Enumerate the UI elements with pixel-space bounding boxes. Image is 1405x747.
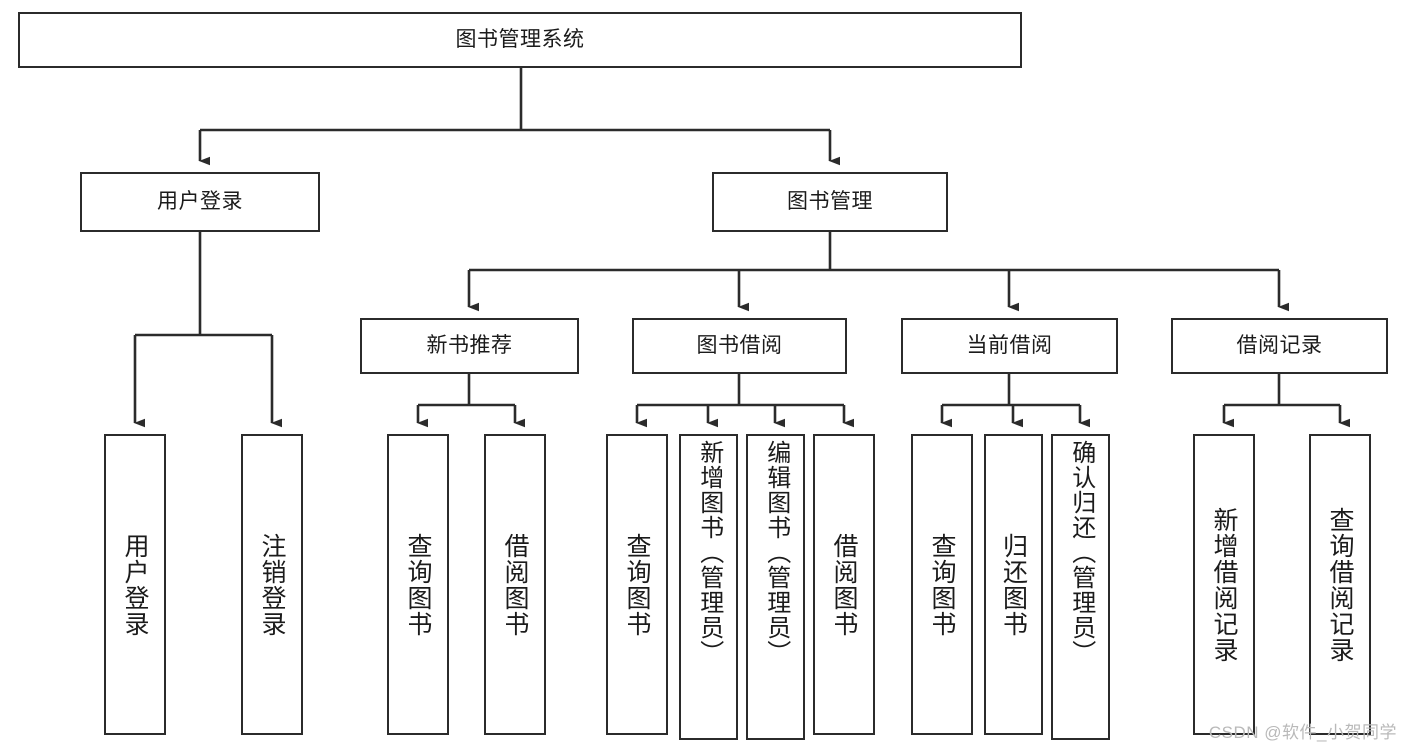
node-label: 编辑图书（管理员） — [762, 440, 790, 665]
node-book-manage[interactable]: 图书管理 — [712, 172, 948, 232]
node-leaf-query-record[interactable]: 查询借阅记录 — [1309, 434, 1371, 735]
node-label: 查询借阅记录 — [1326, 506, 1354, 663]
node-label: 查询图书 — [404, 532, 432, 637]
node-label: 新增图书（管理员） — [695, 440, 723, 665]
node-label: 新增借阅记录 — [1210, 506, 1238, 663]
node-book-borrow[interactable]: 图书借阅 — [632, 318, 847, 374]
node-current-borrow[interactable]: 当前借阅 — [901, 318, 1118, 374]
node-leaf-add-record[interactable]: 新增借阅记录 — [1193, 434, 1255, 735]
node-leaf-borrow-book-2[interactable]: 借阅图书 — [813, 434, 875, 735]
node-label: 查询图书 — [623, 532, 651, 637]
node-label: 新书推荐 — [426, 334, 513, 358]
node-leaf-return-book[interactable]: 归还图书 — [984, 434, 1043, 735]
node-label: 确认归还（管理员） — [1067, 440, 1095, 665]
node-new-book-rec[interactable]: 新书推荐 — [360, 318, 579, 374]
node-label: 用户登录 — [157, 190, 243, 214]
node-leaf-edit-book[interactable]: 编辑图书（管理员） — [746, 434, 805, 740]
node-label: 图书借阅 — [696, 334, 783, 358]
node-leaf-query-book-3[interactable]: 查询图书 — [911, 434, 973, 735]
watermark: CSDN @软件_小贺同学 — [1208, 723, 1397, 742]
node-label: 借阅图书 — [830, 532, 858, 637]
node-leaf-borrow-book-1[interactable]: 借阅图书 — [484, 434, 546, 735]
node-leaf-confirm-return[interactable]: 确认归还（管理员） — [1051, 434, 1110, 740]
node-leaf-query-book-2[interactable]: 查询图书 — [606, 434, 668, 735]
node-leaf-logout[interactable]: 注销登录 — [241, 434, 303, 735]
node-label: 借阅图书 — [501, 532, 529, 637]
node-leaf-user-login[interactable]: 用户登录 — [104, 434, 166, 735]
node-label: 借阅记录 — [1236, 334, 1323, 358]
node-label: 注销登录 — [258, 532, 286, 637]
node-user-login[interactable]: 用户登录 — [80, 172, 320, 232]
node-label: 图书管理 — [787, 190, 873, 214]
node-leaf-add-book[interactable]: 新增图书（管理员） — [679, 434, 738, 740]
node-label: 当前借阅 — [966, 334, 1053, 358]
node-label: 归还图书 — [999, 532, 1028, 637]
node-leaf-query-book-1[interactable]: 查询图书 — [387, 434, 449, 735]
node-root-label: 图书管理系统 — [455, 28, 585, 52]
node-root[interactable]: 图书管理系统 — [18, 12, 1022, 68]
node-borrow-record[interactable]: 借阅记录 — [1171, 318, 1388, 374]
node-label: 用户登录 — [121, 532, 149, 637]
node-label: 查询图书 — [928, 532, 956, 637]
